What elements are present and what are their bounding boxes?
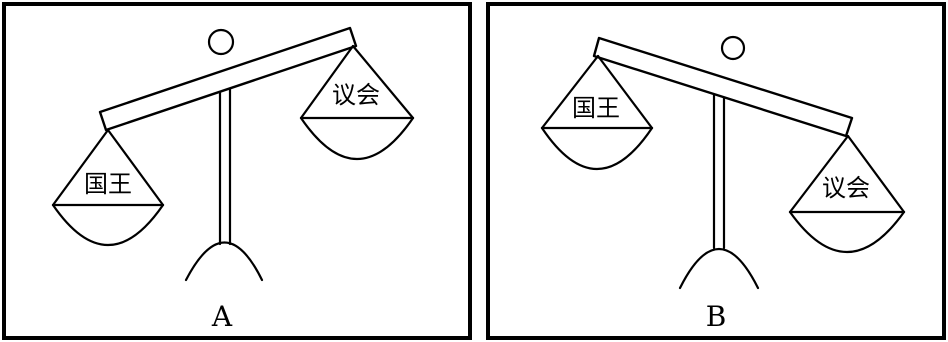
balance-scale-b: 国王 议会 B (474, 0, 948, 342)
pan-label-parliament: 议会 (822, 174, 870, 202)
pan-label-king: 国王 (84, 170, 132, 198)
scale-panel-a: 国王 议会 A (0, 0, 474, 342)
panel-label: B (706, 300, 727, 333)
panel-frame (4, 4, 470, 338)
scale-panel-b: 国王 议会 B (474, 0, 948, 342)
panel-label: A (211, 300, 233, 333)
pan-label-parliament: 议会 (332, 81, 380, 109)
balance-scale-a: 国王 议会 A (0, 0, 474, 342)
pan-label-king: 国王 (572, 94, 620, 122)
panel-frame (488, 4, 944, 338)
